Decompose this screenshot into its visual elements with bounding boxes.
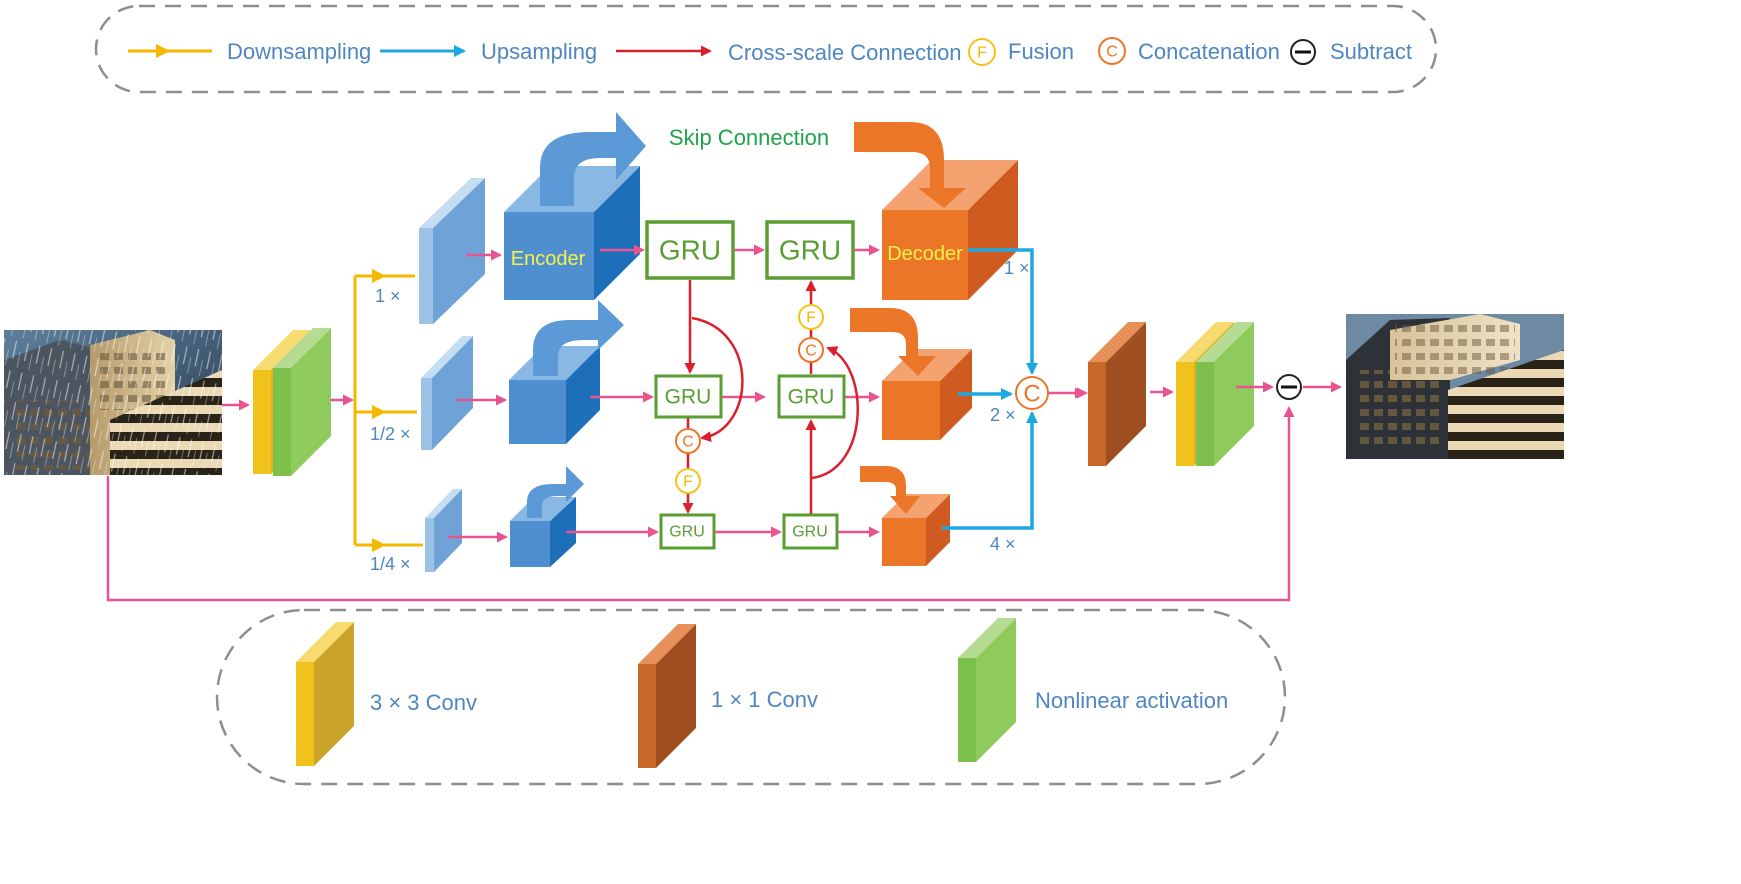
top-legend: Downsampling Upsampling Cross-scale Conn… [94,4,1438,94]
skip-arrow-medium [533,300,624,376]
scaled-input-full [419,178,485,324]
gru-mid-right: GRU [777,374,846,419]
upsample-2-label: 2 × [990,405,1016,425]
fusion-mid-right-letter: F [806,310,816,327]
decoder-cube-large [882,160,1018,300]
gru-mid-left: GRU [654,374,723,419]
scaled-input-half [421,336,473,450]
skip-arrow-small [527,466,584,518]
decoder-arrow-large [854,122,966,208]
encoder-label: Encoder [511,248,586,270]
gru-mid-left-label: GRU [665,386,712,409]
output-image [1346,314,1564,459]
scale-half-label: 1/2 × [370,424,411,444]
encoder-cube-small [510,497,576,567]
downsampling-label: Downsampling [227,39,371,64]
decoder-arrow-medium [850,308,936,376]
concatenation-icon-letter: C [1106,44,1118,61]
fusion-icon [968,38,996,66]
top-legend-frame [94,4,1438,94]
gru-bottom-left-label: GRU [669,524,705,541]
subtract-node [1276,374,1302,400]
upsample-1-label: 1 × [1004,258,1030,278]
upsample-4-label: 4 × [990,534,1016,554]
concat-mid-left: C [675,428,701,454]
gru-top-right-label: GRU [779,235,841,266]
input-image [4,330,222,475]
gru-bottom-right: GRU [782,513,839,550]
concatenation-icon [1098,37,1126,65]
upsampling-paths [942,248,1038,530]
scale-full-label: 1 × [375,286,401,306]
gru-mid-right-label: GRU [788,386,835,409]
concat-mid-left-letter: C [682,434,694,451]
conv3-legend-block [296,622,354,766]
gru-top-right: GRU [765,220,855,280]
encoder-cube-medium [509,346,600,444]
skip-arrow-large [540,112,646,206]
final-concat: C [1015,376,1049,410]
bottom-legend-frame [215,608,1287,786]
bottom-legend: 3 × 3 Conv 1 × 1 Conv Nonlinear activati… [215,608,1287,786]
initial-conv-stack [253,328,331,476]
decoder-cube-small [882,494,950,566]
fusion-label: Fusion [1008,39,1074,64]
downsampling-paths [222,269,423,552]
conv1-legend-block [638,624,696,768]
conv3-label: 3 × 3 Conv [370,690,477,715]
concat-mid-right: C [798,337,824,363]
cross-scale-label: Cross-scale Connection [728,40,962,65]
final-concat-letter: C [1023,381,1040,408]
gru-top-left-label: GRU [659,235,721,266]
subtract-label: Subtract [1330,39,1412,64]
skip-connection-label: Skip Connection [669,125,829,150]
concatenation-label: Concatenation [1138,39,1280,64]
upsampling-label: Upsampling [481,39,597,64]
final-conv1-block [1088,322,1146,466]
downsampling-legend-arrowhead [156,44,170,58]
concat-mid-right-letter: C [805,343,817,360]
final-conv-stack [1176,322,1254,466]
activation-label: Nonlinear activation [1035,688,1228,713]
activation-legend-block [958,618,1016,762]
scaled-input-quarter [425,489,462,572]
fusion-mid-left: F [675,468,701,494]
gru-bottom-right-label: GRU [792,524,828,541]
scale-quarter-label: 1/4 × [370,554,411,574]
cross-scale-connections [682,280,859,514]
fusion-mid-left-letter: F [683,474,693,491]
conv1-label: 1 × 1 Conv [711,687,818,712]
fusion-mid-right: F [798,304,824,330]
pink-flow-arrows [106,244,1342,602]
decoder-label: Decoder [887,243,963,265]
gru-bottom-left: GRU [659,513,716,550]
decoder-arrow-small [860,466,920,514]
gru-top-left: GRU [645,220,735,280]
fusion-icon-letter: F [977,45,987,62]
